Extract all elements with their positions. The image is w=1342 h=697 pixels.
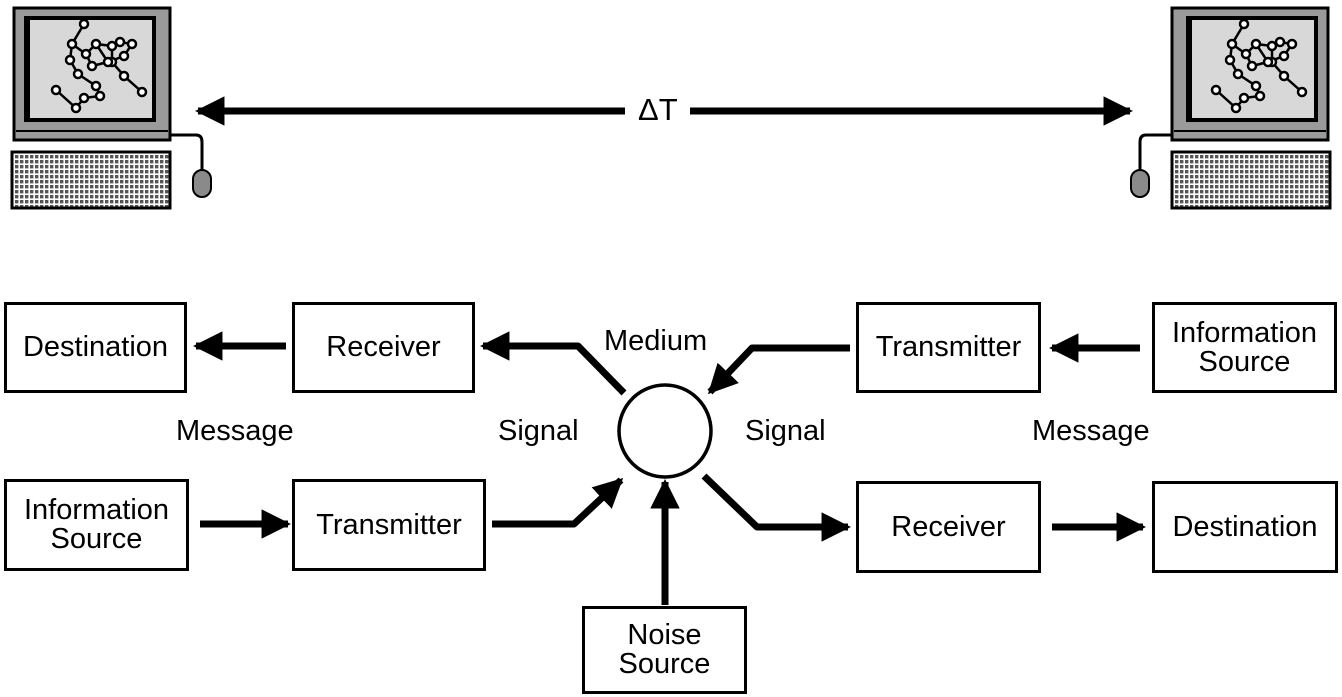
right-computer — [1131, 8, 1330, 208]
signal-label-right: Signal — [745, 417, 826, 446]
arrow-transmitter-to-medium-bottom — [492, 480, 621, 524]
message-label-left: Message — [176, 417, 294, 446]
receiver-box-top: Receiver — [292, 302, 475, 393]
arrow-transmitter-to-medium-top — [710, 348, 850, 392]
left-computer — [12, 8, 211, 208]
arrow-medium-to-receiver-top — [483, 346, 624, 393]
transmitter-box-top: Transmitter — [856, 302, 1041, 393]
arrow-medium-to-receiver-bottom — [704, 476, 848, 527]
mouse-cable — [1140, 135, 1172, 172]
destination-box-bottom: Destination — [1152, 481, 1338, 573]
keyboard — [12, 152, 170, 208]
noise-source-box: Noise Source — [582, 606, 747, 694]
medium-label: Medium — [604, 327, 707, 356]
information-source-box-top: Information Source — [1152, 302, 1337, 393]
mouse — [1131, 170, 1149, 197]
keyboard — [1172, 152, 1330, 208]
transmitter-box-bottom: Transmitter — [292, 479, 486, 571]
signal-label-left: Signal — [498, 417, 579, 446]
medium-circle — [619, 385, 711, 477]
mouse-cable — [170, 135, 202, 172]
destination-box-top: Destination — [4, 302, 187, 393]
message-label-right: Message — [1032, 417, 1150, 446]
delta-t-label: ΔT — [632, 94, 684, 125]
mouse — [193, 170, 211, 197]
receiver-box-bottom: Receiver — [856, 481, 1041, 573]
information-source-box-bottom: Information Source — [4, 479, 189, 571]
